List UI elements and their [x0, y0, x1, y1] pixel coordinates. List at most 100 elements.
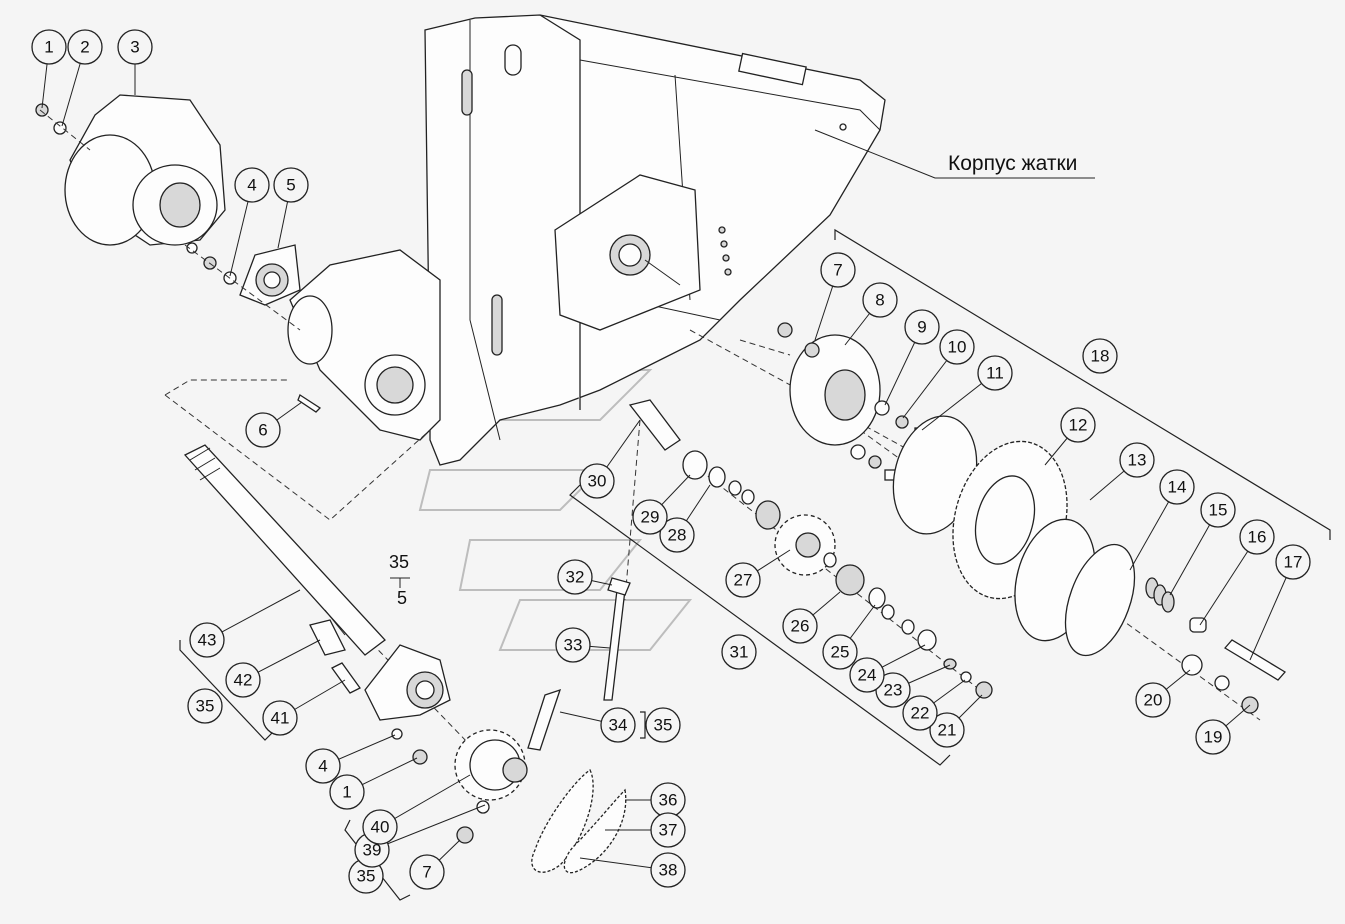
bearing-26: [835, 564, 865, 596]
group-label-top: 35: [389, 552, 409, 572]
callout-c11: 11: [921, 355, 1013, 431]
callout-c18: 18: [1082, 338, 1118, 374]
washer-22: [960, 671, 972, 683]
bearing-a: [755, 500, 781, 530]
callout-number: 28: [668, 526, 687, 545]
callout-number: 11: [986, 364, 1004, 383]
callout-circle: [31, 29, 67, 65]
callout-number: 42: [234, 671, 253, 690]
washer-4-lower: [391, 728, 403, 740]
callout-number: 18: [1091, 347, 1110, 366]
callout-c21: 21: [929, 694, 983, 748]
callout-c1a: 1: [31, 29, 67, 109]
callout-circle: [1060, 407, 1096, 443]
callout-c19: 19: [1195, 704, 1251, 755]
callout-number: 39: [363, 841, 382, 860]
roller-chain: [531, 769, 627, 874]
callout-c6: 6: [245, 401, 303, 448]
callout-c7a: 7: [814, 252, 856, 341]
bushing-24: [917, 629, 937, 651]
callout-number: 1: [44, 38, 53, 57]
bracket-18: [834, 228, 1331, 540]
bearing-flange-5: [239, 244, 301, 306]
callout-circle: [245, 412, 281, 448]
callout-circle: [1119, 442, 1155, 478]
callout-c35b: 35: [645, 707, 681, 743]
callout-c26: 26: [782, 591, 841, 644]
callout-c3: 3: [117, 29, 153, 95]
callout-c33: 33: [555, 627, 611, 663]
callout-number: 35: [357, 867, 376, 886]
callout-c12: 12: [1044, 407, 1096, 466]
callout-number: 33: [564, 636, 583, 655]
ring-25: [868, 587, 886, 609]
nut-7-lower: [456, 826, 474, 844]
callout-number: 22: [911, 704, 930, 723]
callout-c40: 40: [362, 774, 471, 845]
callout-number: 15: [1209, 501, 1228, 520]
ring-28: [708, 466, 726, 488]
callout-number: 31: [730, 643, 749, 662]
group-label-bottom: 5: [397, 588, 407, 608]
callout-number: 13: [1128, 451, 1147, 470]
callout-c25: 25: [822, 604, 876, 670]
bolt-6: [297, 394, 322, 413]
callout-circle: [329, 774, 365, 810]
callout-c4b: 4: [305, 734, 396, 784]
callout-number: 30: [588, 472, 607, 491]
washer-39: [476, 800, 490, 814]
bolt-41: [331, 662, 361, 694]
callout-c22: 22: [902, 679, 966, 731]
callout-number: 4: [318, 757, 327, 776]
callout-circle: [305, 748, 341, 784]
spring-10b: [868, 455, 882, 469]
callout-circle: [1200, 492, 1236, 528]
callout-c4a: 4: [229, 167, 270, 277]
callout-number: 19: [1204, 728, 1223, 747]
callout-number: 40: [371, 818, 390, 837]
callout-circle: [409, 854, 445, 890]
bolt-17: [1224, 639, 1286, 681]
callout-c31: 31: [721, 634, 757, 670]
bearing-flange-lower: [364, 644, 451, 721]
callout-circle: [600, 707, 636, 743]
callout-number: 27: [734, 571, 753, 590]
callout-circle: [645, 707, 681, 743]
callout-circle: [1159, 469, 1195, 505]
sprocket-40: [454, 729, 528, 801]
callout-number: 32: [566, 568, 585, 587]
callout-circle: [557, 559, 593, 595]
callout-c41: 41: [262, 679, 346, 736]
ball-9b: [850, 444, 866, 460]
bracket-31: [569, 484, 951, 766]
callout-number: 2: [80, 38, 89, 57]
callout-c15: 15: [1169, 492, 1236, 596]
bolt-34: [527, 688, 562, 751]
callout-number: 14: [1168, 478, 1187, 497]
callout-number: 43: [198, 631, 217, 650]
callout-circle: [929, 712, 965, 748]
callout-circle: [67, 29, 103, 65]
callout-c24: 24: [849, 644, 926, 693]
drive-shaft: [183, 444, 386, 656]
callout-c7b: 7: [409, 839, 461, 890]
callout-c13: 13: [1089, 442, 1155, 501]
callout-c38: 38: [579, 852, 686, 888]
callout-number: 3: [130, 38, 139, 57]
washer-20b: [1214, 675, 1230, 691]
callout-circle: [632, 499, 668, 535]
callout-circle: [650, 852, 686, 888]
callout-number: 38: [659, 861, 678, 880]
callout-circle: [579, 463, 615, 499]
washer-23: [943, 658, 957, 670]
ring-c: [823, 552, 837, 568]
callout-circle: [1082, 338, 1118, 374]
callout-number: 36: [659, 791, 678, 810]
nut-21: [975, 681, 993, 699]
callout-c36: 36: [625, 782, 686, 818]
sprocket-27: [774, 514, 836, 576]
housing-leader: [814, 129, 1095, 179]
